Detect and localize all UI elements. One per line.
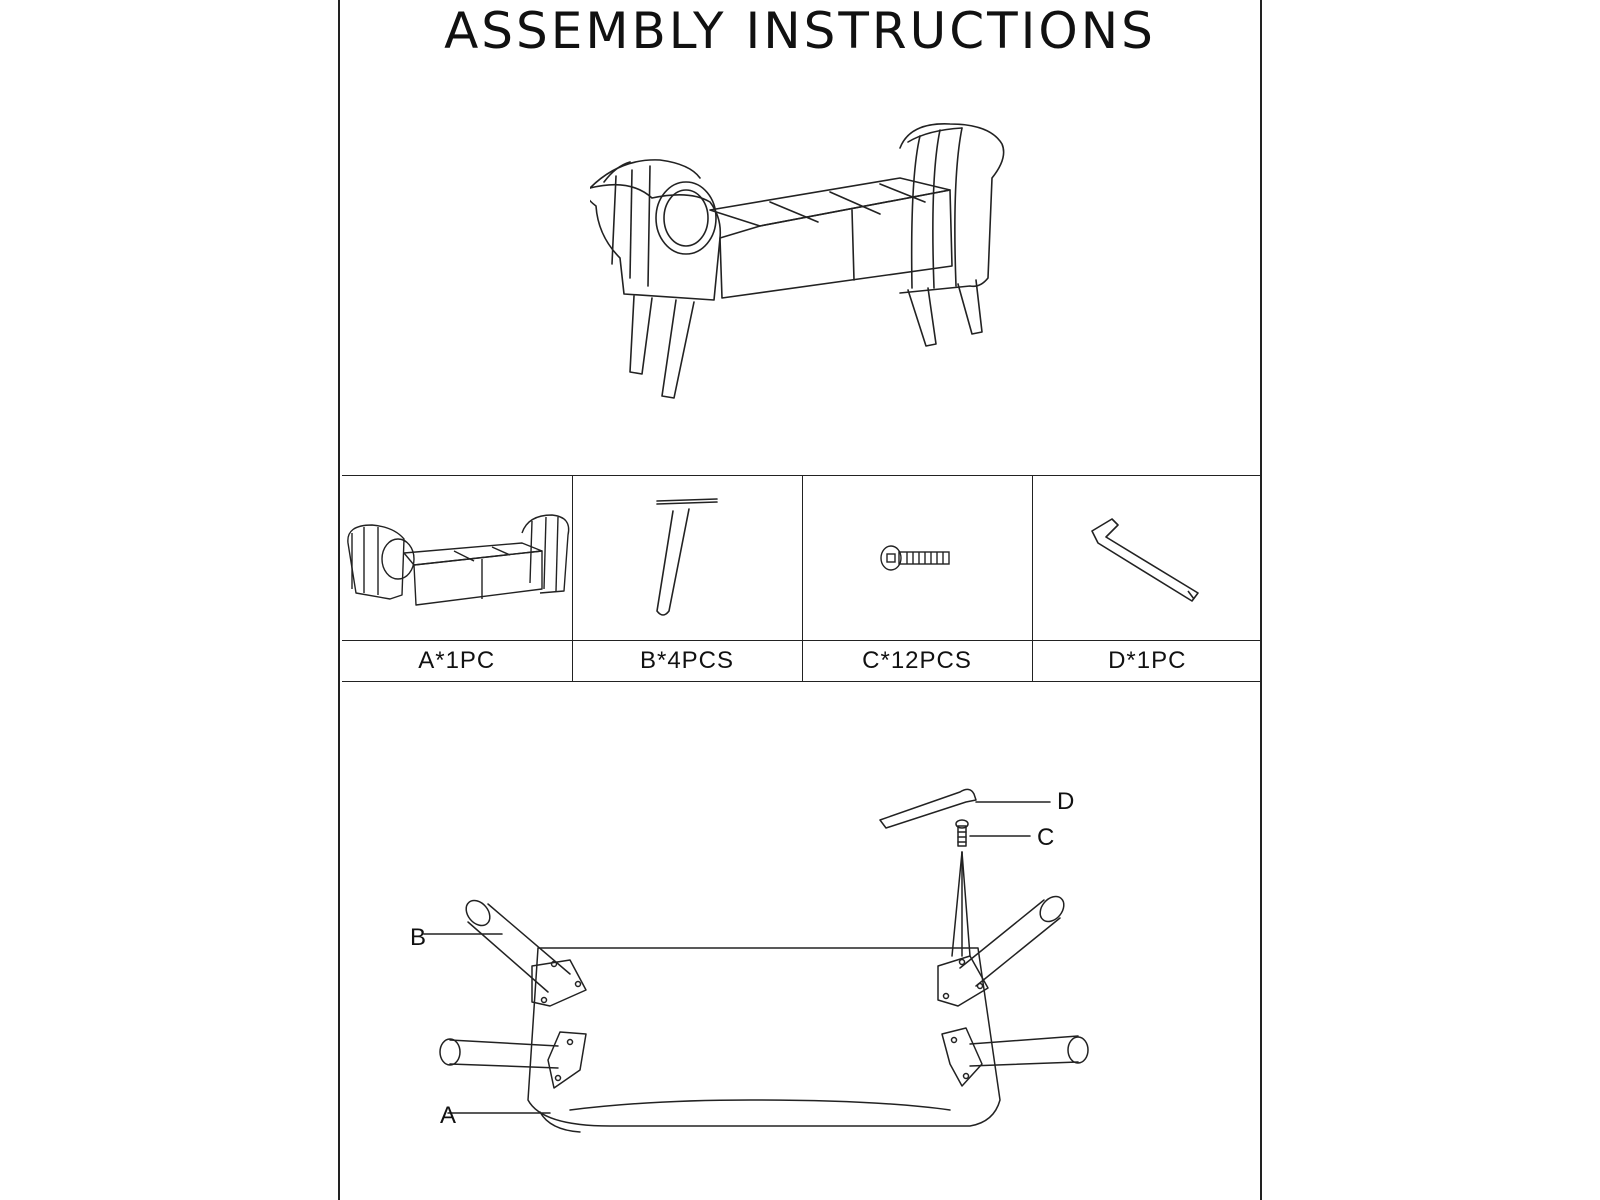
assembled-bench-illustration xyxy=(590,123,1005,399)
callout-a: A xyxy=(440,1102,457,1129)
diagram-allen-key xyxy=(879,788,977,829)
callout-c: C xyxy=(1037,824,1055,851)
part-label-a: A*1PC xyxy=(342,640,573,682)
part-label-b: B*4PCS xyxy=(572,640,803,682)
diagram-seat-underside xyxy=(527,947,1001,1127)
bolt-icon xyxy=(880,545,950,571)
part-label-c: C*12PCS xyxy=(802,640,1033,682)
part-cell-c xyxy=(802,475,1033,641)
tapered-leg-icon xyxy=(656,498,718,616)
allen-key-icon xyxy=(1091,518,1200,602)
bench-seat-icon xyxy=(347,514,570,606)
page-title: ASSEMBLY INSTRUCTIONS xyxy=(444,2,1156,60)
assembly-diagram xyxy=(423,788,1089,1133)
part-cell-a xyxy=(342,475,573,641)
diagram-bolt xyxy=(955,819,969,847)
part-cell-b xyxy=(572,475,803,641)
parts-list: A*1PC B*4PCS C*12PCS D*1PC xyxy=(342,475,1262,682)
part-cell-d xyxy=(1032,475,1262,641)
parts-table: A*1PC B*4PCS C*12PCS D*1PC xyxy=(342,475,1262,682)
part-label-d: D*1PC xyxy=(1032,640,1262,682)
callout-b: B xyxy=(410,924,427,951)
callout-d: D xyxy=(1057,788,1075,815)
